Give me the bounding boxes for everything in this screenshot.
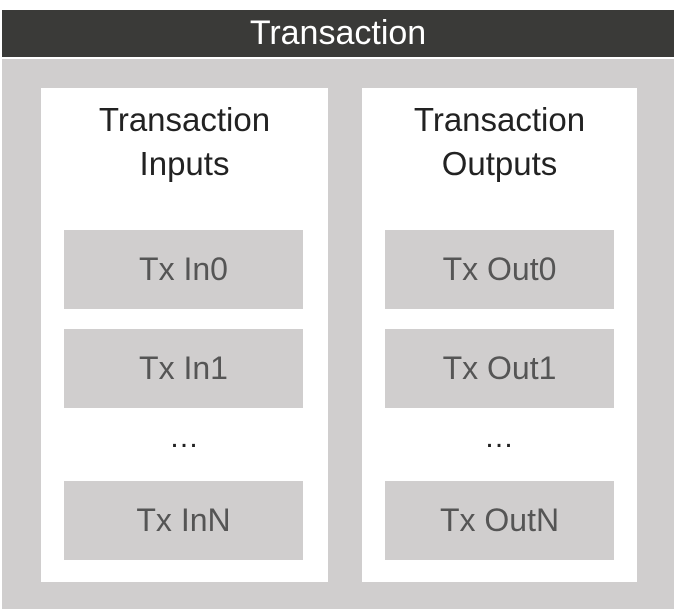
tx-input-n: Tx InN: [64, 481, 303, 560]
tx-input-n-label: Tx InN: [136, 502, 231, 538]
tx-input-0: Tx In0: [64, 230, 303, 309]
inputs-title-line2: Inputs: [139, 145, 230, 182]
tx-output-n: Tx OutN: [385, 481, 614, 560]
outputs-ellipsis: …: [484, 421, 515, 454]
tx-output-0-label: Tx Out0: [442, 251, 557, 287]
tx-input-1: Tx In1: [64, 329, 303, 408]
transaction-title: Transaction: [249, 14, 427, 52]
transaction-inputs-panel: Transaction Inputs Tx In0 Tx In1 … Tx In…: [41, 88, 328, 582]
outputs-title-line2: Outputs: [441, 145, 558, 182]
tx-output-n-label: Tx OutN: [439, 502, 560, 538]
tx-input-1-label: Tx In1: [139, 350, 228, 386]
transaction-outputs-panel: Transaction Outputs Tx Out0 Tx Out1 … Tx…: [362, 88, 637, 582]
inputs-title-line1: Transaction: [98, 101, 271, 138]
tx-output-0: Tx Out0: [385, 230, 614, 309]
tx-input-0-label: Tx In0: [139, 251, 228, 287]
inputs-panel-title: Transaction Inputs: [41, 98, 328, 186]
tx-output-1: Tx Out1: [385, 329, 614, 408]
transaction-header: Transaction: [2, 10, 674, 57]
tx-output-1-label: Tx Out1: [442, 350, 557, 386]
transaction-frame: Transaction Inputs Tx In0 Tx In1 … Tx In…: [2, 59, 674, 609]
outputs-title-line1: Transaction: [413, 101, 586, 138]
inputs-ellipsis: …: [169, 421, 200, 454]
outputs-panel-title: Transaction Outputs: [362, 98, 637, 186]
